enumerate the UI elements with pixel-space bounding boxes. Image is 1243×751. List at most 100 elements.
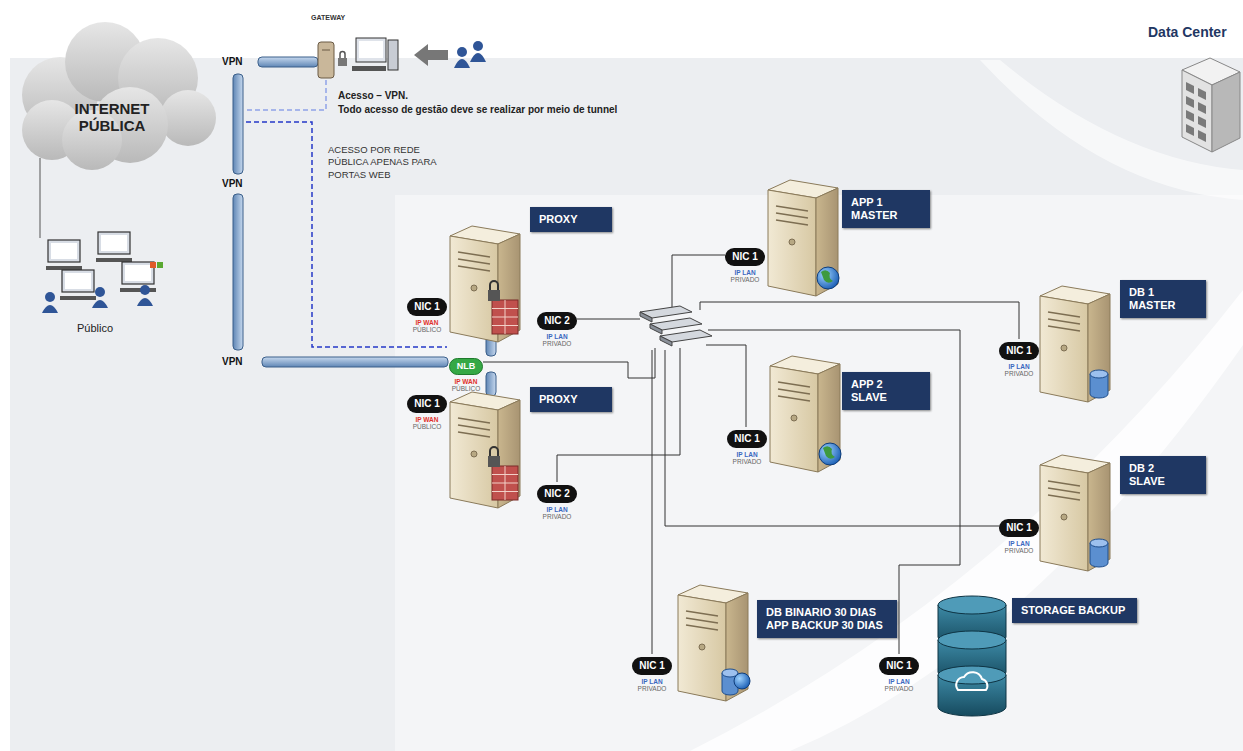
server-label-box: APP 1 MASTER — [842, 190, 930, 228]
storage-icon — [938, 596, 1006, 716]
admin-screen — [359, 41, 383, 58]
ip-scope: PRIVADO — [879, 685, 919, 692]
windows-logo — [157, 262, 163, 268]
lock-shackle — [340, 52, 345, 59]
vpn-label: VPN — [222, 356, 243, 368]
user-body — [42, 305, 58, 313]
building-side — [1212, 72, 1240, 152]
datacenter-ground — [395, 195, 1243, 751]
building-window — [1198, 116, 1206, 128]
ip-scope: PRIVADO — [632, 685, 672, 692]
server-name: PROXY — [539, 393, 603, 406]
server-name: PROXY — [539, 213, 603, 226]
vpn-access-dashed-line — [246, 80, 326, 110]
power-button — [471, 451, 477, 457]
server-label-box: APP 2 SLAVE — [842, 372, 930, 410]
switch-front — [650, 324, 662, 334]
drive-slot — [1048, 312, 1080, 317]
globe-land — [821, 270, 833, 283]
server-side — [1088, 463, 1110, 571]
network-cable — [700, 302, 1019, 339]
drive-slot — [686, 625, 718, 630]
drive-slot — [458, 418, 490, 423]
nic-name: NIC 1 — [727, 430, 767, 448]
ip-scope: PRIVADO — [727, 458, 767, 465]
gateway-label: GATEWAY — [311, 14, 345, 22]
server-side — [816, 188, 838, 296]
nic-badge: NIC 1IP LANPRIVADO — [999, 517, 1039, 555]
server-front — [678, 595, 726, 701]
building-window — [1198, 102, 1206, 114]
load-balancer-badge: NLBIP WANPÚBLICO — [449, 355, 484, 393]
server-label-box: PROXY — [530, 387, 612, 412]
nic-badge: NIC 2IP LANPRIVADO — [537, 310, 577, 348]
cloud-puff — [160, 90, 216, 146]
keyboard — [96, 258, 132, 262]
server-front — [450, 236, 498, 342]
server-side — [1088, 294, 1110, 402]
nic-name: NIC 1 — [407, 395, 447, 413]
cloud-label: INTERNET PÚBLICA — [56, 100, 168, 135]
database-top — [1090, 539, 1108, 547]
server-label-box: DB 2 SLAVE — [1120, 456, 1206, 494]
network-cable — [665, 350, 999, 526]
server-label-box: DB 1 MASTER — [1120, 280, 1206, 318]
server-name: APP 2 SLAVE — [851, 378, 901, 404]
drive-slot — [686, 611, 718, 616]
nic-badge: NIC 2IP LANPRIVADO — [537, 483, 577, 521]
user-head — [95, 287, 105, 297]
switch-front — [640, 312, 652, 322]
server-icon — [770, 356, 841, 472]
keyboard — [120, 288, 156, 292]
nic-name: NIC 2 — [537, 485, 577, 503]
nic-badge: NIC 1IP WANPÚBLICO — [407, 296, 447, 334]
vpn-access-note: Todo acesso de gestão deve se realizar p… — [338, 104, 617, 116]
admin-user-head — [473, 41, 483, 51]
drive-slot — [778, 382, 810, 387]
power-button — [471, 285, 477, 291]
vpn-access-note: Acesso – VPN. — [338, 90, 408, 102]
public-computers — [42, 232, 163, 313]
drive-slot — [458, 432, 490, 437]
nic-name: NIC 1 — [999, 519, 1039, 537]
vpn-pipe — [262, 357, 448, 367]
admin-arrow — [414, 44, 448, 66]
admin-user-body — [454, 59, 470, 68]
globe — [734, 673, 750, 689]
admin-keyboard — [352, 66, 386, 71]
admin-tower — [388, 40, 398, 70]
globe — [817, 267, 839, 289]
monitor — [98, 232, 130, 254]
network-cable — [577, 319, 640, 320]
nic-name: NIC 1 — [632, 657, 672, 675]
server-icon — [450, 392, 520, 508]
ip-scope: PRIVADO — [537, 340, 577, 347]
storage-disk-top — [938, 596, 1006, 614]
cloud-symbol — [956, 672, 987, 690]
user-body — [137, 298, 153, 306]
power-button — [791, 415, 797, 421]
public-access-dashed-line — [246, 122, 447, 347]
power-button — [1061, 345, 1067, 351]
network-cable — [706, 345, 746, 427]
vpn-label: VPN — [222, 178, 243, 190]
lock-body — [488, 290, 500, 301]
drive-slot — [776, 213, 808, 218]
user-body — [92, 300, 108, 308]
server-icon — [768, 180, 839, 296]
network-cable — [483, 348, 655, 378]
drive-slot — [458, 252, 490, 257]
admin-monitor — [356, 38, 386, 62]
nic-badge: NIC 1IP WANPÚBLICO — [407, 393, 447, 431]
user-head — [45, 292, 55, 302]
building-window — [1186, 110, 1194, 122]
ip-scope: PRIVADO — [999, 370, 1039, 377]
nic-badge: NIC 1IP LANPRIVADO — [725, 246, 765, 284]
monitor — [48, 240, 80, 262]
firewall — [492, 300, 518, 334]
cloud-link-line — [40, 158, 41, 238]
firewall-brick-line — [505, 466, 506, 500]
server-name: DB 1 MASTER — [1129, 286, 1179, 312]
